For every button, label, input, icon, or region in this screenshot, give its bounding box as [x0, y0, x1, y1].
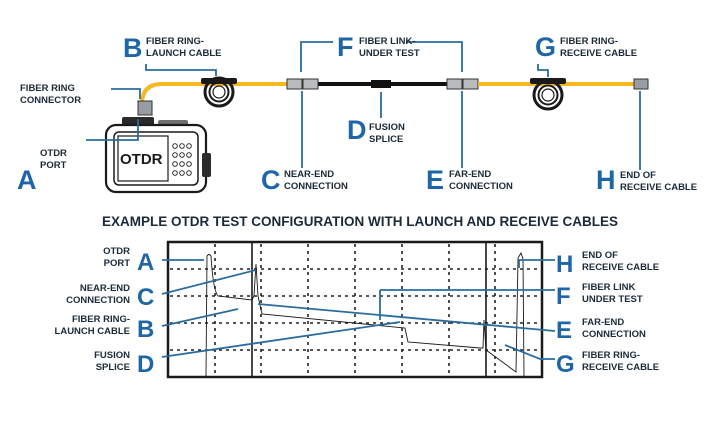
- legend-h-line2: RECEIVE CABLE: [582, 262, 659, 273]
- otdr-device: [104, 100, 211, 194]
- diagram-title: EXAMPLE OTDR TEST CONFIGURATION WITH LAU…: [102, 214, 618, 229]
- label-a-line1: OTDR: [40, 148, 67, 159]
- legend-g-letter: G: [556, 351, 575, 378]
- label-g-line2: RECEIVE CABLE: [560, 48, 637, 59]
- legend-f-line1: FIBER LINK: [582, 282, 635, 293]
- leader-b: [145, 64, 217, 76]
- far-end-connector: [446, 78, 479, 90]
- otdr-screen-label: OTDR: [120, 151, 163, 168]
- legend-f-line2: UNDER TEST: [582, 294, 643, 305]
- label-c-letter: C: [261, 165, 281, 195]
- label-f-line1: FIBER LINK-: [359, 36, 415, 47]
- fusion-splice-sleeve: [371, 80, 391, 88]
- otdr-port-connector: [137, 100, 153, 116]
- label-g-line1: FIBER RING-: [560, 36, 618, 47]
- label-b: B FIBER RING- LAUNCH CABLE: [123, 33, 221, 63]
- legend-c-letter: C: [137, 284, 154, 311]
- leader-g: [537, 64, 549, 77]
- label-f-line2: UNDER TEST: [359, 48, 420, 59]
- label-f-letter: F: [337, 32, 354, 62]
- label-g: G FIBER RING- RECEIVE CABLE: [535, 32, 637, 62]
- legend-a-line2: PORT: [104, 258, 131, 269]
- leader-a: [86, 119, 139, 141]
- leader-connector: [111, 88, 141, 99]
- label-h-line2: RECEIVE CABLE: [620, 182, 697, 193]
- label-a-line2: PORT: [40, 160, 67, 171]
- label-b-line2: LAUNCH CABLE: [146, 48, 221, 59]
- leader-f-right: [406, 41, 463, 72]
- legend-a-line1: OTDR: [103, 246, 130, 257]
- label-d-letter: D: [347, 115, 367, 145]
- label-c: C NEAR-END CONNECTION: [261, 165, 348, 195]
- label-d-line2: SPLICE: [369, 134, 403, 145]
- label-b-letter: B: [123, 33, 143, 63]
- legend-e-line1: FAR-END: [582, 317, 624, 328]
- label-a: A OTDR PORT: [17, 148, 67, 195]
- label-d-line1: FUSION: [369, 122, 405, 133]
- legend-h-line1: END OF: [582, 250, 618, 261]
- legend-b-line2: LAUNCH CABLE: [55, 326, 130, 337]
- label-c-line2: CONNECTION: [284, 181, 348, 192]
- label-c-line1: NEAR-END: [284, 169, 334, 180]
- near-end-connector: [286, 78, 319, 90]
- label-a-letter: A: [17, 165, 37, 195]
- legend-g-line2: RECEIVE CABLE: [582, 362, 659, 373]
- legend-b-letter: B: [137, 316, 154, 343]
- label-h-letter: H: [596, 165, 616, 195]
- left-legend: OTDR PORT A NEAR-END CONNECTION C FIBER …: [55, 246, 155, 378]
- label-connector-line2: CONNECTOR: [20, 95, 81, 106]
- legend-d-letter: D: [137, 351, 154, 378]
- legend-b-line1: FIBER RING-: [72, 314, 130, 325]
- legend-a-letter: A: [137, 249, 154, 276]
- label-d: D FUSION SPLICE: [347, 115, 405, 145]
- leader-f-left: [300, 41, 333, 72]
- label-b-line1: FIBER RING-: [146, 36, 204, 47]
- label-e-line2: CONNECTION: [449, 181, 513, 192]
- receive-cable-end: [633, 78, 649, 90]
- launch-cable-coil: [201, 76, 237, 108]
- otdr-handle: [202, 153, 211, 177]
- label-connector-line1: FIBER RING: [20, 83, 75, 94]
- otdr-trace: [205, 251, 525, 377]
- right-legend: H END OF RECEIVE CABLE F FIBER LINK UNDE…: [556, 250, 659, 378]
- legend-g-line1: FIBER RING-: [582, 350, 640, 361]
- label-e: E FAR-END CONNECTION: [426, 165, 513, 195]
- label-e-letter: E: [426, 165, 444, 195]
- legend-c-line1: NEAR-END: [80, 283, 130, 294]
- label-h-line1: END OF: [620, 170, 656, 181]
- legend-d-line2: SPLICE: [96, 362, 130, 373]
- legend-c-line2: CONNECTION: [66, 295, 130, 306]
- label-g-letter: G: [535, 32, 556, 62]
- legend-f-letter: F: [556, 283, 571, 310]
- label-h: H END OF RECEIVE CABLE: [596, 165, 697, 195]
- legend-d-line1: FUSION: [94, 350, 130, 361]
- label-f: F FIBER LINK- UNDER TEST: [337, 32, 420, 62]
- receive-cable-coil: [530, 78, 566, 111]
- label-connector: FIBER RING CONNECTOR: [20, 83, 81, 106]
- label-e-line1: FAR-END: [449, 169, 491, 180]
- otdr-screen: [117, 135, 169, 182]
- legend-e-letter: E: [556, 317, 572, 344]
- legend-e-line2: CONNECTION: [582, 329, 646, 340]
- legend-h-letter: H: [556, 251, 573, 278]
- otdr-trace-panel: [161, 240, 556, 379]
